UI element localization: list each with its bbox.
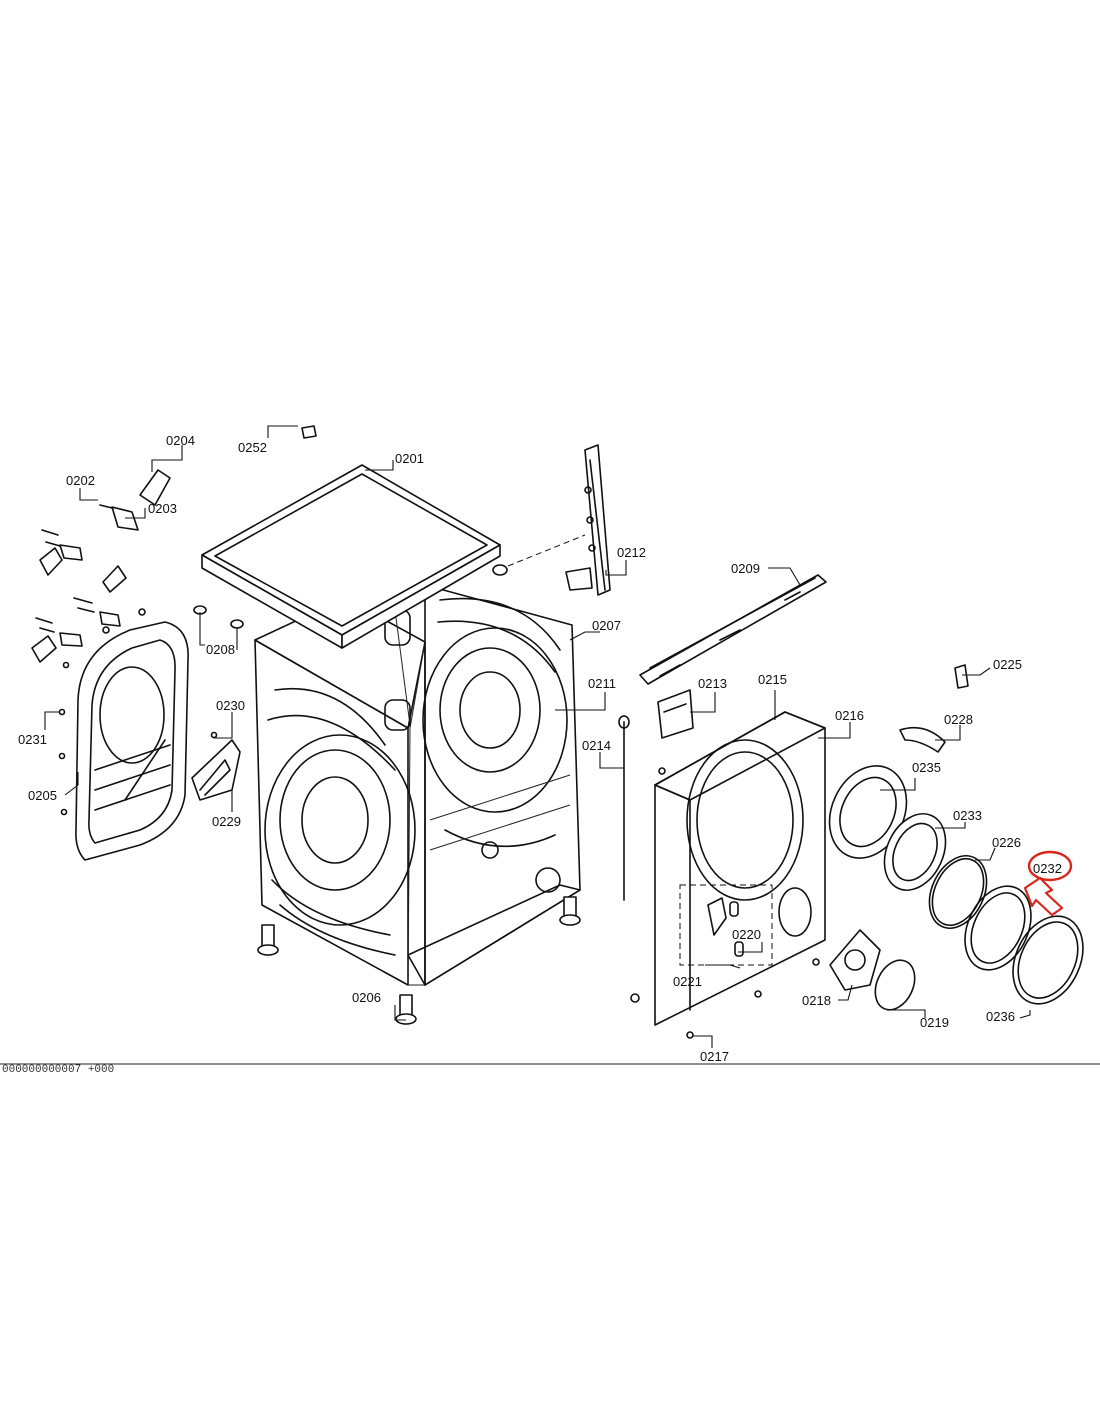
footer: 000000000007 +000 [0,1063,1100,1076]
label-0235: 0235 [912,760,941,775]
rear-panel [75,621,189,861]
label-0216: 0216 [835,708,864,723]
label-0219: 0219 [920,1015,949,1030]
label-0233: 0233 [953,808,982,823]
label-0232: 0232 [1033,861,1062,876]
leader-lines [44,425,1031,1048]
label-0231: 0231 [18,732,47,747]
rear-bracket [492,444,611,596]
label-0214: 0214 [582,738,611,753]
label-0203: 0203 [148,501,177,516]
label-0206: 0207 [592,618,621,633]
label-0230: 0230 [216,698,245,713]
label-0215: 0215 [758,672,787,687]
module-box [657,689,694,739]
label-0207: 0206 [352,990,381,1005]
label-0225: 0225 [993,657,1022,672]
left-hardware [31,425,317,816]
label-0221: 0221 [673,974,702,989]
label-0213: 0213 [698,676,727,691]
label-0236: 0236 [986,1009,1015,1024]
label-0252: 0252 [238,440,267,455]
label-0217: 0217 [700,1049,729,1064]
label-0204: 0204 [166,433,195,448]
door-assembly [828,664,1084,1011]
front-panel [630,711,826,1039]
label-0220: 0220 [732,927,761,942]
top-cover [201,464,501,649]
label-0208: 0208 [206,642,235,657]
top-rail [639,574,827,685]
label-0205: 0205 [28,788,57,803]
highlight-arrow-icon [1023,876,1064,917]
label-0212: 0212 [617,545,646,560]
label-0229: 0229 [212,814,241,829]
cabinet-body [254,584,581,1025]
label-0218: 0218 [802,993,831,1008]
part-labels: 0204 0252 0202 0203 0201 0212 0209 0207 … [18,433,1062,1064]
highlight-marker [1023,850,1073,917]
label-0209: 0209 [731,561,760,576]
label-0228: 0228 [944,712,973,727]
label-0201: 0201 [395,451,424,466]
label-0202: 0202 [66,473,95,488]
footer-code: 000000000007 +000 [2,1064,114,1076]
highlight-circle [1027,850,1073,882]
label-0211: 0211 [588,676,616,691]
tie-rod [618,715,630,901]
label-0226: 0226 [992,835,1021,850]
